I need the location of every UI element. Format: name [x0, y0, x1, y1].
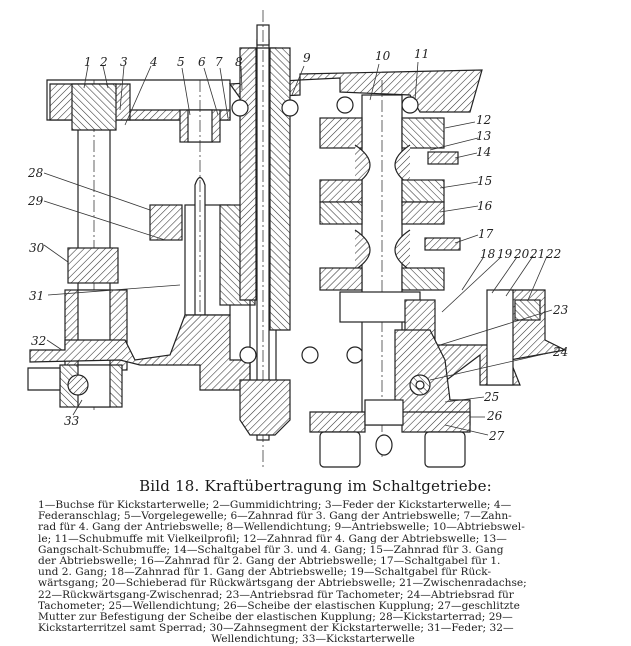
- reverse-idler: [429, 289, 567, 387]
- legend-line: der Abtriebswelle; 16—Zahnrad für 2. Gan…: [38, 555, 501, 568]
- part-label-2: 2: [99, 55, 108, 69]
- legend-line: Mutter zur Befestigung der Scheibe der e…: [38, 611, 513, 624]
- part-label-18: 18: [480, 247, 496, 261]
- leader-lines: [43, 61, 554, 436]
- legend-line: Gangschalt-Schubmuffe; 14—Schaltgabel fü…: [38, 543, 504, 556]
- output-shaft-10: [319, 80, 461, 460]
- part-label-23: 23: [552, 303, 569, 317]
- part-label-11: 11: [414, 47, 429, 61]
- part-label-7: 7: [215, 55, 223, 69]
- legend-line: Wellendichtung; 33—Kickstarterwelle: [211, 633, 415, 646]
- part-label-17: 17: [478, 227, 494, 241]
- housing-lower-left: [29, 314, 251, 391]
- legend-line: Kickstarterritzel samt Sperrad; 30—Zahns…: [38, 622, 514, 635]
- part-label-12: 12: [476, 113, 491, 127]
- part-label-31: 31: [29, 289, 44, 303]
- legend-line: 1—Buchse für Kickstarterwelle; 2—Gummidi…: [38, 499, 512, 511]
- part-label-21: 21: [529, 247, 545, 261]
- legend-line: und 2. Gang; 18—Zahnrad für 1. Gang der …: [38, 566, 492, 579]
- input-shaft-9: [239, 10, 291, 470]
- part-label-10: 10: [375, 49, 391, 63]
- legend-line: wärtsgang; 20—Schieberad für Rückwärtsga…: [38, 577, 527, 590]
- part-number-labels: 1 2 3 4 5 6 7 8 9 10 11 12 13 14 15 16 1…: [27, 47, 569, 443]
- legend-line: 22—Rückwärtsgang-Zwischenrad; 23—Antrieb…: [38, 588, 514, 601]
- countershaft-5: [149, 80, 256, 360]
- part-label-4: 4: [149, 55, 158, 69]
- part-label-25: 25: [483, 390, 499, 404]
- part-label-28: 28: [27, 166, 44, 180]
- legend-line: Federanschlag; 5—Vorgelegewelle; 6—Zahnr…: [38, 510, 512, 523]
- legend-line: Tachometer; 25—Wellendichtung; 26—Scheib…: [38, 599, 520, 612]
- part-label-22: 22: [545, 247, 561, 261]
- part-label-8: 8: [235, 55, 243, 69]
- part-label-27: 27: [488, 429, 505, 443]
- gearbox-cross-section-drawing: 1 2 3 4 5 6 7 8 9 10 11 12 13 14 15 16 1…: [27, 10, 569, 470]
- part-label-30: 30: [29, 241, 45, 255]
- part-label-20: 20: [513, 247, 530, 261]
- part-label-1: 1: [84, 55, 92, 69]
- legend-line: le; 11—Schubmuffe mit Vielkeilprofil; 12…: [38, 532, 507, 545]
- housing-lower-right: [309, 329, 471, 468]
- part-label-15: 15: [477, 174, 492, 188]
- part-label-13: 13: [476, 129, 492, 143]
- part-label-24: 24: [552, 345, 568, 359]
- figure-legend: 1—Buchse für Kickstarterwelle; 2—Gummidi…: [38, 499, 588, 646]
- part-label-6: 6: [198, 55, 206, 69]
- part-label-32: 32: [31, 334, 46, 348]
- part-label-16: 16: [477, 199, 493, 213]
- part-label-5: 5: [177, 55, 185, 69]
- figure-caption-title: Bild 18. Kraftübertragung im Schaltgetri…: [139, 477, 492, 495]
- part-label-19: 19: [497, 247, 513, 261]
- legend-line: rad für 4. Gang der Antriebswelle; 8—Wel…: [38, 521, 525, 534]
- part-label-26: 26: [486, 409, 503, 423]
- part-label-9: 9: [303, 51, 311, 65]
- part-label-33: 33: [64, 414, 80, 428]
- part-label-29: 29: [27, 194, 44, 208]
- part-label-3: 3: [120, 55, 128, 69]
- part-label-14: 14: [476, 145, 491, 159]
